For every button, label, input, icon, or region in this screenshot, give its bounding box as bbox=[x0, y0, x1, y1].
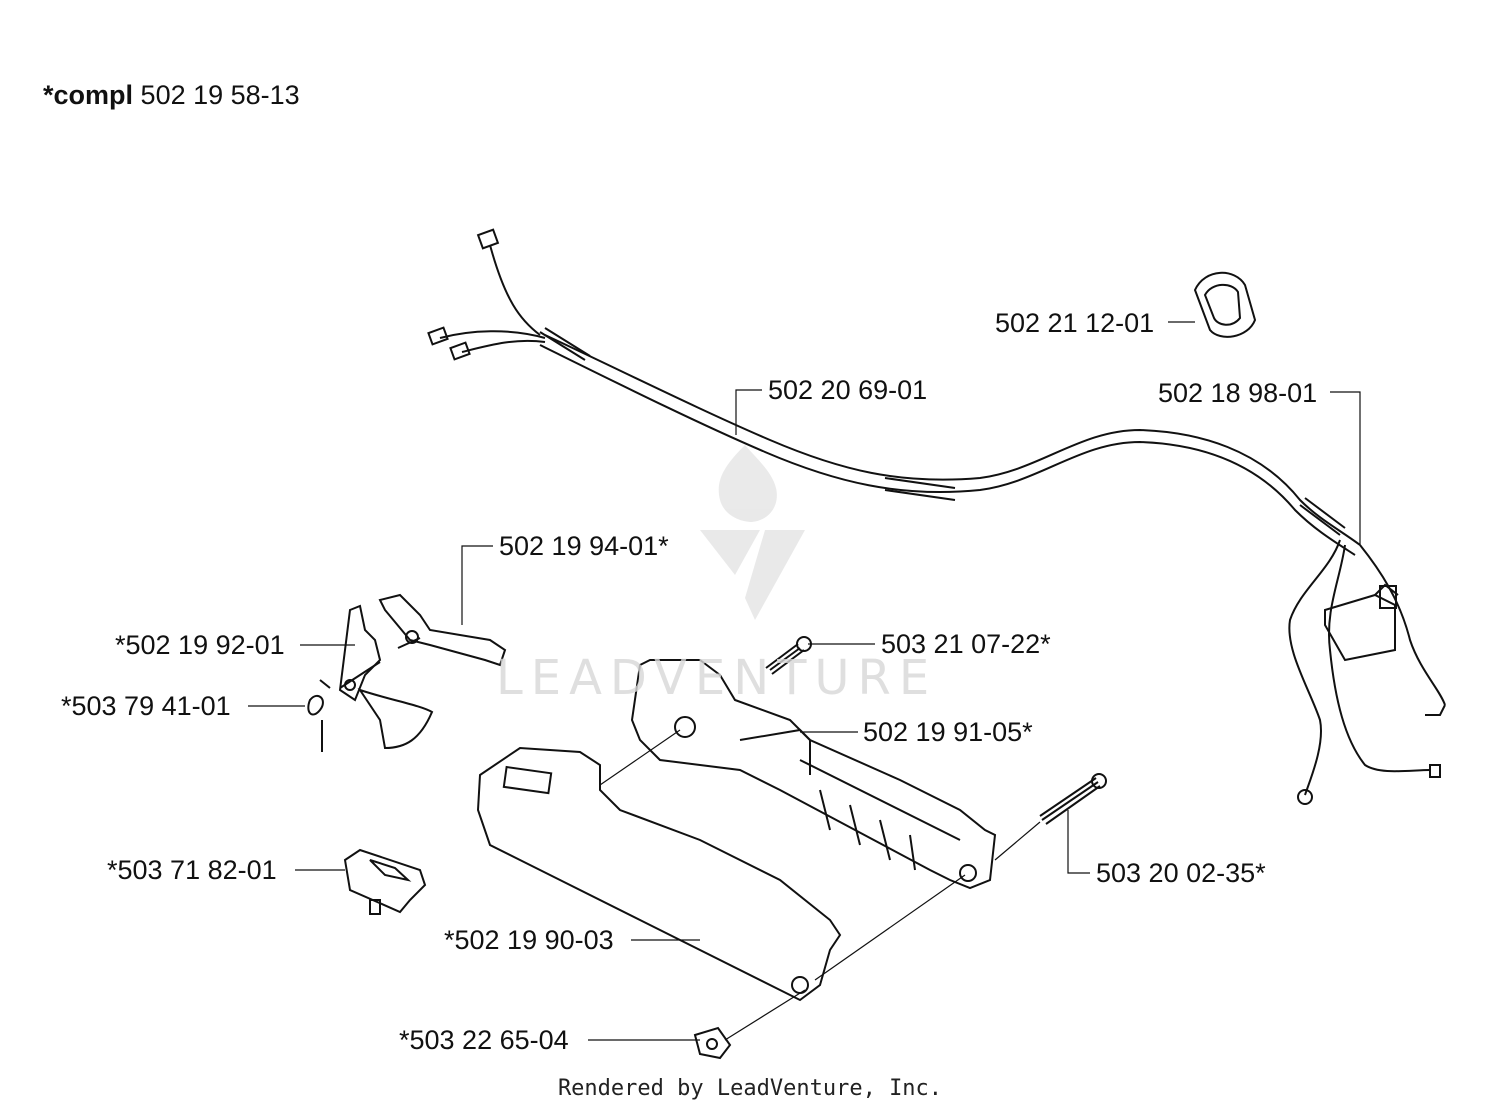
part-label-502-19-94-01[interactable]: 502 19 94-01* bbox=[499, 531, 669, 561]
part-label-502-19-91-05[interactable]: 502 19 91-05* bbox=[863, 717, 1033, 747]
clip-part bbox=[1193, 271, 1257, 338]
wire-harness bbox=[427, 228, 1446, 805]
part-label-503-22-65-04[interactable]: *503 22 65-04 bbox=[399, 1025, 569, 1055]
assembly-lines bbox=[599, 729, 1041, 1041]
watermark-text: LEADVENTURE bbox=[496, 650, 938, 706]
part-label-502-21-12-01[interactable]: 502 21 12-01 bbox=[995, 308, 1155, 338]
handle-cover-left bbox=[476, 746, 842, 1002]
compl-part-number: 502 19 58-13 bbox=[140, 80, 300, 110]
screw-503-20-02-35 bbox=[1039, 773, 1107, 825]
part-label-502-19-90-03[interactable]: *502 19 90-03 bbox=[444, 925, 614, 955]
leader-lines bbox=[248, 321, 1361, 1041]
part-label-503-71-82-01[interactable]: *503 71 82-01 bbox=[107, 855, 277, 885]
stop-switch bbox=[343, 848, 427, 915]
handle-body-right bbox=[630, 659, 997, 890]
page-title: *compl 502 19 58-13 bbox=[43, 82, 300, 109]
part-label-502-19-92-01[interactable]: *502 19 92-01 bbox=[115, 630, 285, 660]
nut-503-22-65-04 bbox=[693, 1026, 732, 1060]
part-label-502-18-98-01[interactable]: 502 18 98-01 bbox=[1158, 378, 1318, 408]
footer-credit: Rendered by LeadVenture, Inc. bbox=[557, 1076, 943, 1101]
part-label-502-20-69-01[interactable]: 502 20 69-01 bbox=[768, 375, 928, 405]
throttle-trigger bbox=[307, 593, 507, 752]
part-label-503-21-07-22[interactable]: 503 21 07-22* bbox=[881, 629, 1051, 659]
part-label-503-79-41-01[interactable]: *503 79 41-01 bbox=[61, 691, 231, 721]
leadventure-logo-watermark bbox=[700, 445, 805, 620]
part-label-503-20-02-35[interactable]: 503 20 02-35* bbox=[1096, 858, 1266, 888]
compl-prefix: *compl bbox=[43, 80, 134, 110]
